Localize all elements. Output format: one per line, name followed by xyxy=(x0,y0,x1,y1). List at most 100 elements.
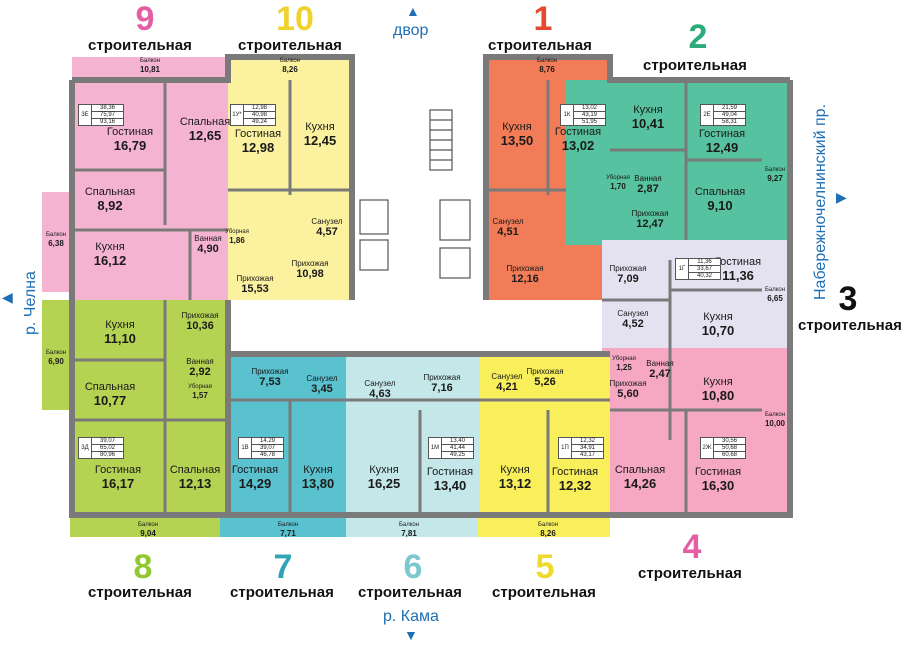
room-name: Спальная xyxy=(84,381,136,394)
section-7-type: строительная xyxy=(230,584,334,601)
section-8-type: строительная xyxy=(88,584,192,601)
room-area: 11,36 xyxy=(722,267,754,283)
room-area: 7,81 xyxy=(401,528,417,538)
room-area: 16,30 xyxy=(701,477,735,493)
room-area: 12,47 xyxy=(636,218,664,231)
room-area: 1,86 xyxy=(229,235,245,245)
wall-top-right xyxy=(483,54,790,300)
apartment-code: 1У* xyxy=(231,105,244,125)
room-name: Прихожая xyxy=(236,274,274,284)
compass-south-label: р. Кама xyxy=(383,608,439,625)
room-name: Гостиная xyxy=(698,128,746,141)
room-name: Уборная xyxy=(612,355,636,362)
room-name: Уборная xyxy=(225,228,249,235)
section-4-type: строительная xyxy=(638,565,742,582)
room-name: Прихожая xyxy=(526,367,564,377)
room-area: 5,26 xyxy=(534,376,556,389)
elevator-a xyxy=(359,199,389,235)
room-name: Спальная xyxy=(694,186,746,199)
room-name: Гостиная xyxy=(106,126,154,139)
room-name: Ванная xyxy=(634,174,662,184)
room-area: 12,32 xyxy=(558,477,592,493)
apartment-code: 3Е xyxy=(79,105,92,125)
apartment-4-fill xyxy=(602,348,790,515)
room-area: 13,40 xyxy=(433,477,467,493)
room-area: 10,41 xyxy=(631,115,665,131)
apartment-area-value: 50,68 xyxy=(714,445,745,452)
section-5-type: строительная xyxy=(492,584,596,601)
room-name: Балкон xyxy=(537,521,559,528)
apartment-area-value: 65,02 xyxy=(92,445,123,452)
room-name: Кухня xyxy=(369,464,399,477)
apartment-area-value: 40,32 xyxy=(696,273,712,279)
room-area: 6,38 xyxy=(48,238,64,248)
wall-right xyxy=(610,80,793,518)
room-area: 13,12 xyxy=(498,475,532,491)
room-area: 12,16 xyxy=(511,273,539,286)
room-name: Гостиная xyxy=(694,466,742,479)
room-area: 4,57 xyxy=(316,226,338,239)
room-area: 3,45 xyxy=(311,383,333,396)
room-name: Прихожая xyxy=(609,379,647,389)
room-name: Спальная xyxy=(169,464,221,477)
apartment-code: 1В xyxy=(239,438,252,458)
room-name: Спальная xyxy=(614,464,666,477)
apartment-area-value: 49,25 xyxy=(449,452,465,458)
apartment-fills xyxy=(42,57,790,537)
room-name: Прихожая xyxy=(609,264,647,274)
room-area: 2,87 xyxy=(637,183,659,196)
apartment-code: 3Д xyxy=(79,438,92,458)
room-name: Прихожая xyxy=(506,264,544,274)
core-elements xyxy=(359,109,471,279)
apartment-area-value: 34,91 xyxy=(572,445,603,452)
room-area: 16,79 xyxy=(113,137,147,153)
room-area: 10,80 xyxy=(701,387,735,403)
room-name: Балкон xyxy=(45,349,67,356)
section-9-type: строительная xyxy=(88,37,192,54)
apartment-2-balcony-fill xyxy=(762,80,790,240)
room-area: 13,02 xyxy=(561,137,595,153)
elevator-c xyxy=(439,199,471,241)
room-name: Прихожая xyxy=(291,259,329,269)
apartment-5-balcony-fill xyxy=(478,515,610,537)
room-area: 7,09 xyxy=(617,273,639,286)
room-name: Кухня xyxy=(633,104,663,117)
room-area: 13,80 xyxy=(301,475,335,491)
apartment-area-value: 39,07 xyxy=(252,445,283,452)
apartment-area-value: 51,95 xyxy=(581,119,597,125)
section-2-type: строительная xyxy=(643,57,747,74)
apartment-6-balcony-fill xyxy=(346,515,478,537)
section-8-number: 8 xyxy=(133,548,153,586)
apartment-area-value: 12,32 xyxy=(572,438,603,445)
room-name: Ванная xyxy=(194,234,222,244)
apartment-6-fill xyxy=(346,354,480,515)
room-area: 2,47 xyxy=(649,368,671,381)
